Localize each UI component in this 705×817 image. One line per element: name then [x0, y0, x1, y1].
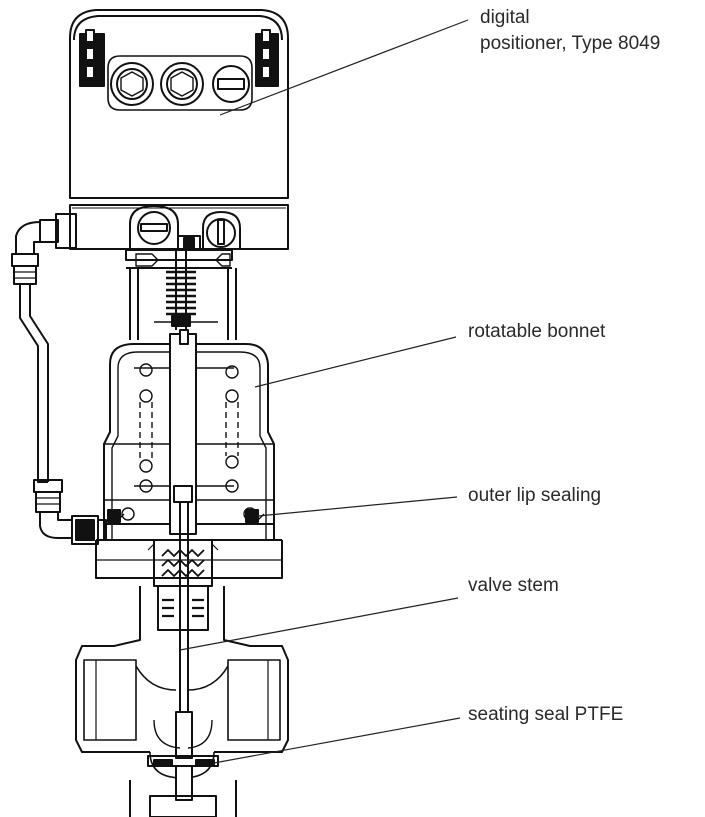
- packing-gland: [147, 539, 219, 631]
- left-latch: [79, 29, 105, 87]
- seat: [129, 755, 237, 817]
- label-outer-lip: outer lip sealing: [468, 485, 602, 506]
- label-positioner-line2: positioner, Type 8049: [480, 33, 661, 54]
- right-latch: [255, 29, 279, 87]
- label-stem: valve stem: [468, 575, 559, 596]
- air-fitting-bottom: [33, 479, 107, 545]
- leader-seat: [213, 717, 461, 764]
- leader-stem: [179, 597, 459, 651]
- stem: [169, 329, 197, 759]
- leader-bonnet: [254, 336, 457, 388]
- label-seat: seating seal PTFE: [468, 704, 624, 725]
- adapter: [125, 249, 237, 340]
- label-bonnet: rotatable bonnet: [468, 321, 606, 342]
- cable-glands: [107, 55, 253, 111]
- label-positioner-line1: digital: [480, 7, 530, 28]
- leader-positioner: [219, 19, 469, 116]
- air-fitting-top: [11, 213, 77, 285]
- air-tube: [19, 284, 49, 483]
- leader-lip-seal: [257, 496, 458, 517]
- positioner-bottom-plugs: [129, 205, 241, 251]
- leader-lines: [179, 19, 469, 764]
